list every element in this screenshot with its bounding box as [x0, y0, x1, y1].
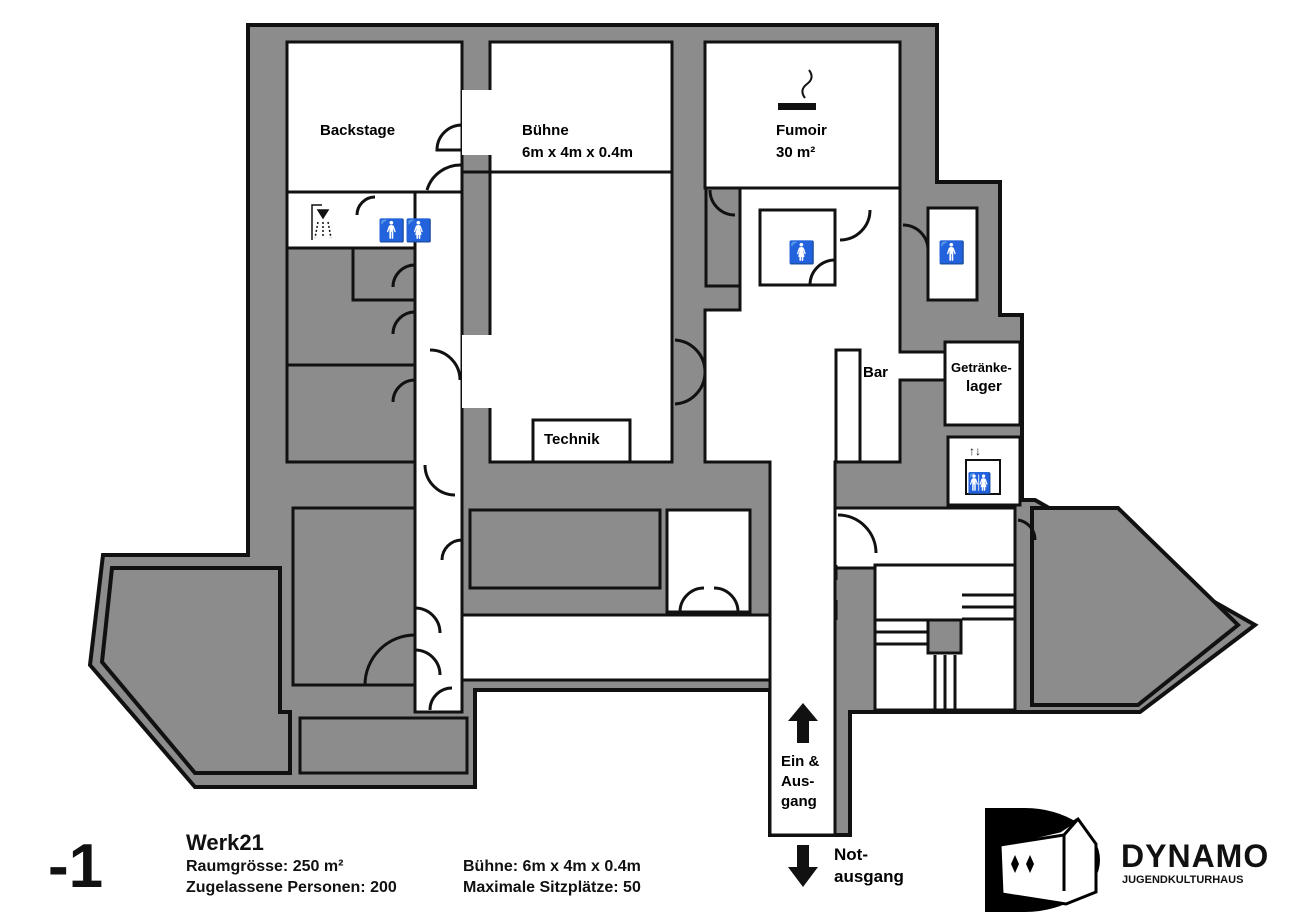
- dynamo-logo: [985, 808, 1100, 912]
- doors: [355, 123, 1037, 711]
- label-exit-2: Aus-: [781, 773, 814, 790]
- arrow-down-icon: [788, 845, 818, 887]
- corridor-bottom: [460, 613, 772, 682]
- label-exit-1: Ein &: [781, 753, 820, 770]
- floor-number: -1: [48, 832, 104, 901]
- capacity: Zugelassene Personen: 200: [186, 879, 397, 896]
- room-getraenkelager: [943, 340, 1022, 427]
- label-stage-size: 6m x 4m x 0.4m: [522, 144, 633, 161]
- storage-6: [704, 186, 742, 288]
- right-wing: [1030, 506, 1242, 707]
- elevator-icon: ↑↓ 🚻: [965, 444, 1001, 495]
- label-exit-3: gang: [781, 793, 817, 810]
- toilet-icon: 🚹🚺: [378, 218, 433, 243]
- stage-dimensions: Bühne: 6m x 4m x 0.4m: [463, 858, 641, 875]
- toilet-icon: 🚹: [938, 240, 965, 265]
- venue-name: Werk21: [186, 830, 264, 855]
- arrow-up-icon: [788, 703, 818, 743]
- label-storage-2: lager: [966, 378, 1002, 395]
- smoking-icon: [778, 69, 816, 110]
- logo-name: DYNAMO: [1121, 838, 1270, 874]
- bar-counter: [834, 348, 862, 464]
- label-stage: Bühne: [522, 122, 569, 139]
- room-stage: [488, 40, 674, 464]
- room-stairs-area: [833, 506, 1017, 570]
- wc-women: [758, 208, 837, 287]
- room-small: [665, 508, 752, 614]
- room-fumoir: [703, 40, 902, 190]
- room-technik: [531, 418, 632, 464]
- label-emergency-2: ausgang: [834, 867, 904, 886]
- shower-icon: [311, 204, 332, 240]
- room-size: Raumgrösse: 250 m²: [186, 858, 344, 875]
- label-emergency-1: Not-: [834, 845, 868, 864]
- svg-text:🚻: 🚻: [967, 471, 992, 495]
- corridor-left: [413, 190, 464, 714]
- room-backstage: [285, 40, 464, 194]
- label-fumoir: Fumoir: [776, 122, 827, 139]
- storage-5: [298, 716, 469, 775]
- label-technik: Technik: [544, 431, 600, 448]
- label-bar: Bar: [863, 364, 888, 381]
- logo-subtitle: JUGENDKULTURHAUS: [1122, 874, 1244, 886]
- left-wing: [99, 566, 292, 775]
- storage-3: [291, 506, 417, 687]
- storage-2: [285, 363, 417, 464]
- svg-text:↑↓: ↑↓: [969, 444, 981, 458]
- stair-treads: [834, 565, 1015, 710]
- label-storage-1: Getränke-: [951, 360, 1012, 375]
- toilet-icon: 🚺: [788, 240, 815, 265]
- label-backstage: Backstage: [320, 122, 395, 139]
- max-seats: Maximale Sitzplätze: 50: [463, 879, 641, 896]
- label-fumoir-size: 30 m²: [776, 144, 815, 161]
- storage-4: [468, 508, 662, 590]
- wc-men: [926, 206, 979, 302]
